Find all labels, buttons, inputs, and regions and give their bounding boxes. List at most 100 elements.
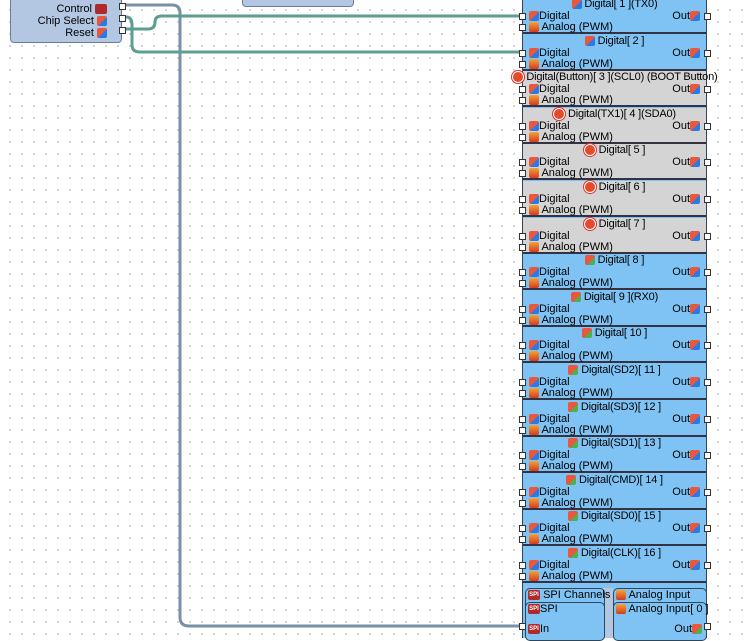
digital-in-port[interactable] <box>519 525 526 533</box>
digital-in-port[interactable] <box>519 305 526 313</box>
pin-row[interactable]: Digital[ 7 ] Digital Analog (PWM) Out <box>519 217 711 254</box>
analog-channel[interactable]: Analog Input[ 0 ] Out <box>613 602 709 641</box>
digital-in-port[interactable] <box>519 196 526 203</box>
digital-in-port[interactable] <box>519 49 526 57</box>
pin-title: Digital[ 5 ] <box>503 144 726 157</box>
analog-input: Analog (PWM) <box>529 350 613 362</box>
out-label: Out <box>672 376 690 388</box>
spi-icon: SPI <box>528 604 540 615</box>
other-block[interactable] <box>242 0 354 7</box>
digital-label: Digital <box>539 10 570 22</box>
pin-row[interactable]: Digital[ 6 ] Digital Analog (PWM) Out <box>519 181 711 217</box>
out-port[interactable] <box>704 232 711 240</box>
analog-out-port[interactable] <box>704 623 711 630</box>
pin-row[interactable]: Digital[ 1 ](TX0) Digital Analog (PWM) O… <box>519 0 711 34</box>
analog-in-port[interactable] <box>519 60 526 68</box>
out-port[interactable] <box>704 562 711 569</box>
out-port[interactable] <box>704 305 711 313</box>
pin-row[interactable]: Digital[ 9 ](RX0) Digital Analog (PWM) O… <box>519 291 711 327</box>
pin-row[interactable]: Digital[ 10 ] Digital Analog (PWM) Out <box>519 327 711 364</box>
analog-input: Analog (PWM) <box>529 277 613 289</box>
pin-row[interactable]: Digital(SD0)[ 15 ] Digital Analog (PWM) … <box>519 510 711 547</box>
out-port[interactable] <box>704 159 711 167</box>
control-port[interactable] <box>119 3 126 10</box>
digital-input: Digital <box>529 10 570 22</box>
reset-port[interactable] <box>119 27 126 34</box>
pin-row[interactable]: Digital(Button)[ 3 ](SCL0) (BOOT Button)… <box>511 71 718 108</box>
analog-in-port[interactable] <box>519 390 526 397</box>
digital-in-port[interactable] <box>519 232 526 240</box>
analog-in-port[interactable] <box>519 426 526 434</box>
pin-title: Digital[ 8 ] <box>503 254 726 266</box>
digital-in-port[interactable] <box>519 415 526 423</box>
analog-label: Analog (PWM) <box>541 496 613 509</box>
pin-row[interactable]: Digital(SD3)[ 12 ] Digital Analog (PWM) … <box>519 401 711 437</box>
chip-select-port[interactable] <box>119 15 126 22</box>
digital-output: Out <box>672 522 700 534</box>
pin-row[interactable]: Digital[ 5 ] Digital Analog (PWM) Out <box>519 144 711 181</box>
digital-in-port[interactable] <box>519 159 526 167</box>
digital-in-port[interactable] <box>519 488 526 496</box>
out-port[interactable] <box>704 342 711 350</box>
pin-row[interactable]: Digital(SD2)[ 11 ] Digital Analog (PWM) … <box>519 364 711 400</box>
analog-in-port[interactable] <box>519 170 526 178</box>
out-port[interactable] <box>704 452 711 460</box>
analog-icon <box>529 22 539 33</box>
out-port[interactable] <box>704 86 711 94</box>
digital-in-port[interactable] <box>519 562 526 569</box>
analog-label: Analog (PWM) <box>541 204 613 216</box>
digital-label: Digital <box>539 266 570 279</box>
analog-icon <box>529 314 539 325</box>
pin-row[interactable]: Digital[ 2 ] Digital Analog (PWM) Out <box>519 35 711 71</box>
digital-in-port[interactable] <box>519 269 526 277</box>
out-port[interactable] <box>704 196 711 203</box>
out-port[interactable] <box>704 415 711 423</box>
digital-input: Digital <box>529 156 570 168</box>
pin-row[interactable]: Digital[ 8 ] Digital Analog (PWM) Out <box>519 254 711 291</box>
out-label: Out <box>672 485 690 498</box>
pin-row[interactable]: Digital(CMD)[ 14 ] Digital Analog (PWM) … <box>519 474 711 510</box>
digital-in-port[interactable] <box>519 86 526 94</box>
digital-output: Out <box>672 449 700 461</box>
out-port[interactable] <box>704 379 711 386</box>
analog-in-port[interactable] <box>519 353 526 361</box>
out-port[interactable] <box>704 122 711 130</box>
out-port[interactable] <box>704 269 711 277</box>
out-port[interactable] <box>704 525 711 533</box>
pin-row[interactable]: Digital(SD1)[ 13 ] Digital Analog (PWM) … <box>519 437 711 474</box>
digital-in-port[interactable] <box>519 13 526 20</box>
board-component[interactable]: Digital[ 1 ](TX0) Digital Analog (PWM) O… <box>511 0 718 641</box>
analog-in-port[interactable] <box>519 24 526 31</box>
analog-in-port[interactable] <box>519 97 526 105</box>
analog-out-label: Out <box>674 623 692 635</box>
spi-channels[interactable]: SPI SPI Channels SPISPI SPIIn <box>525 588 610 641</box>
spi-channel[interactable]: SPISPI SPIIn <box>525 602 605 641</box>
spi-in-label: In <box>540 623 550 635</box>
analog-input: Analog (PWM) <box>529 131 613 143</box>
pin-title: Digital[ 10 ] <box>503 327 726 339</box>
analog-inputs[interactable]: Analog Input Analog Input[ 0 ] Out <box>613 588 709 641</box>
analog-in-port[interactable] <box>519 499 526 507</box>
digital-in-port[interactable] <box>519 379 526 386</box>
out-port[interactable] <box>704 49 711 57</box>
digital-in-port[interactable] <box>519 452 526 460</box>
analog-in-port[interactable] <box>519 573 526 580</box>
analog-in-port[interactable] <box>519 536 526 544</box>
analog-in-port[interactable] <box>519 207 526 214</box>
analog-in-port[interactable] <box>519 316 526 324</box>
analog-in-port[interactable] <box>519 280 526 288</box>
digital-in-port[interactable] <box>519 342 526 350</box>
out-port[interactable] <box>704 13 711 20</box>
analog-in-port[interactable] <box>519 463 526 471</box>
pin-row[interactable]: Digital(TX1)[ 4 ](SDA0) Digital Analog (… <box>519 107 711 144</box>
digital-icon <box>690 230 700 241</box>
analog-in-port[interactable] <box>519 243 526 251</box>
analog-in-port[interactable] <box>519 133 526 141</box>
pin-row[interactable]: Digital(CLK)[ 16 ] Digital Analog (PWM) … <box>519 547 711 583</box>
source-block[interactable]: Control Chip Select Reset <box>10 0 126 43</box>
spi-in-port[interactable] <box>519 623 526 630</box>
digital-label: Digital <box>539 83 570 96</box>
digital-icon <box>690 157 700 168</box>
out-port[interactable] <box>704 488 711 496</box>
digital-in-port[interactable] <box>519 122 526 130</box>
